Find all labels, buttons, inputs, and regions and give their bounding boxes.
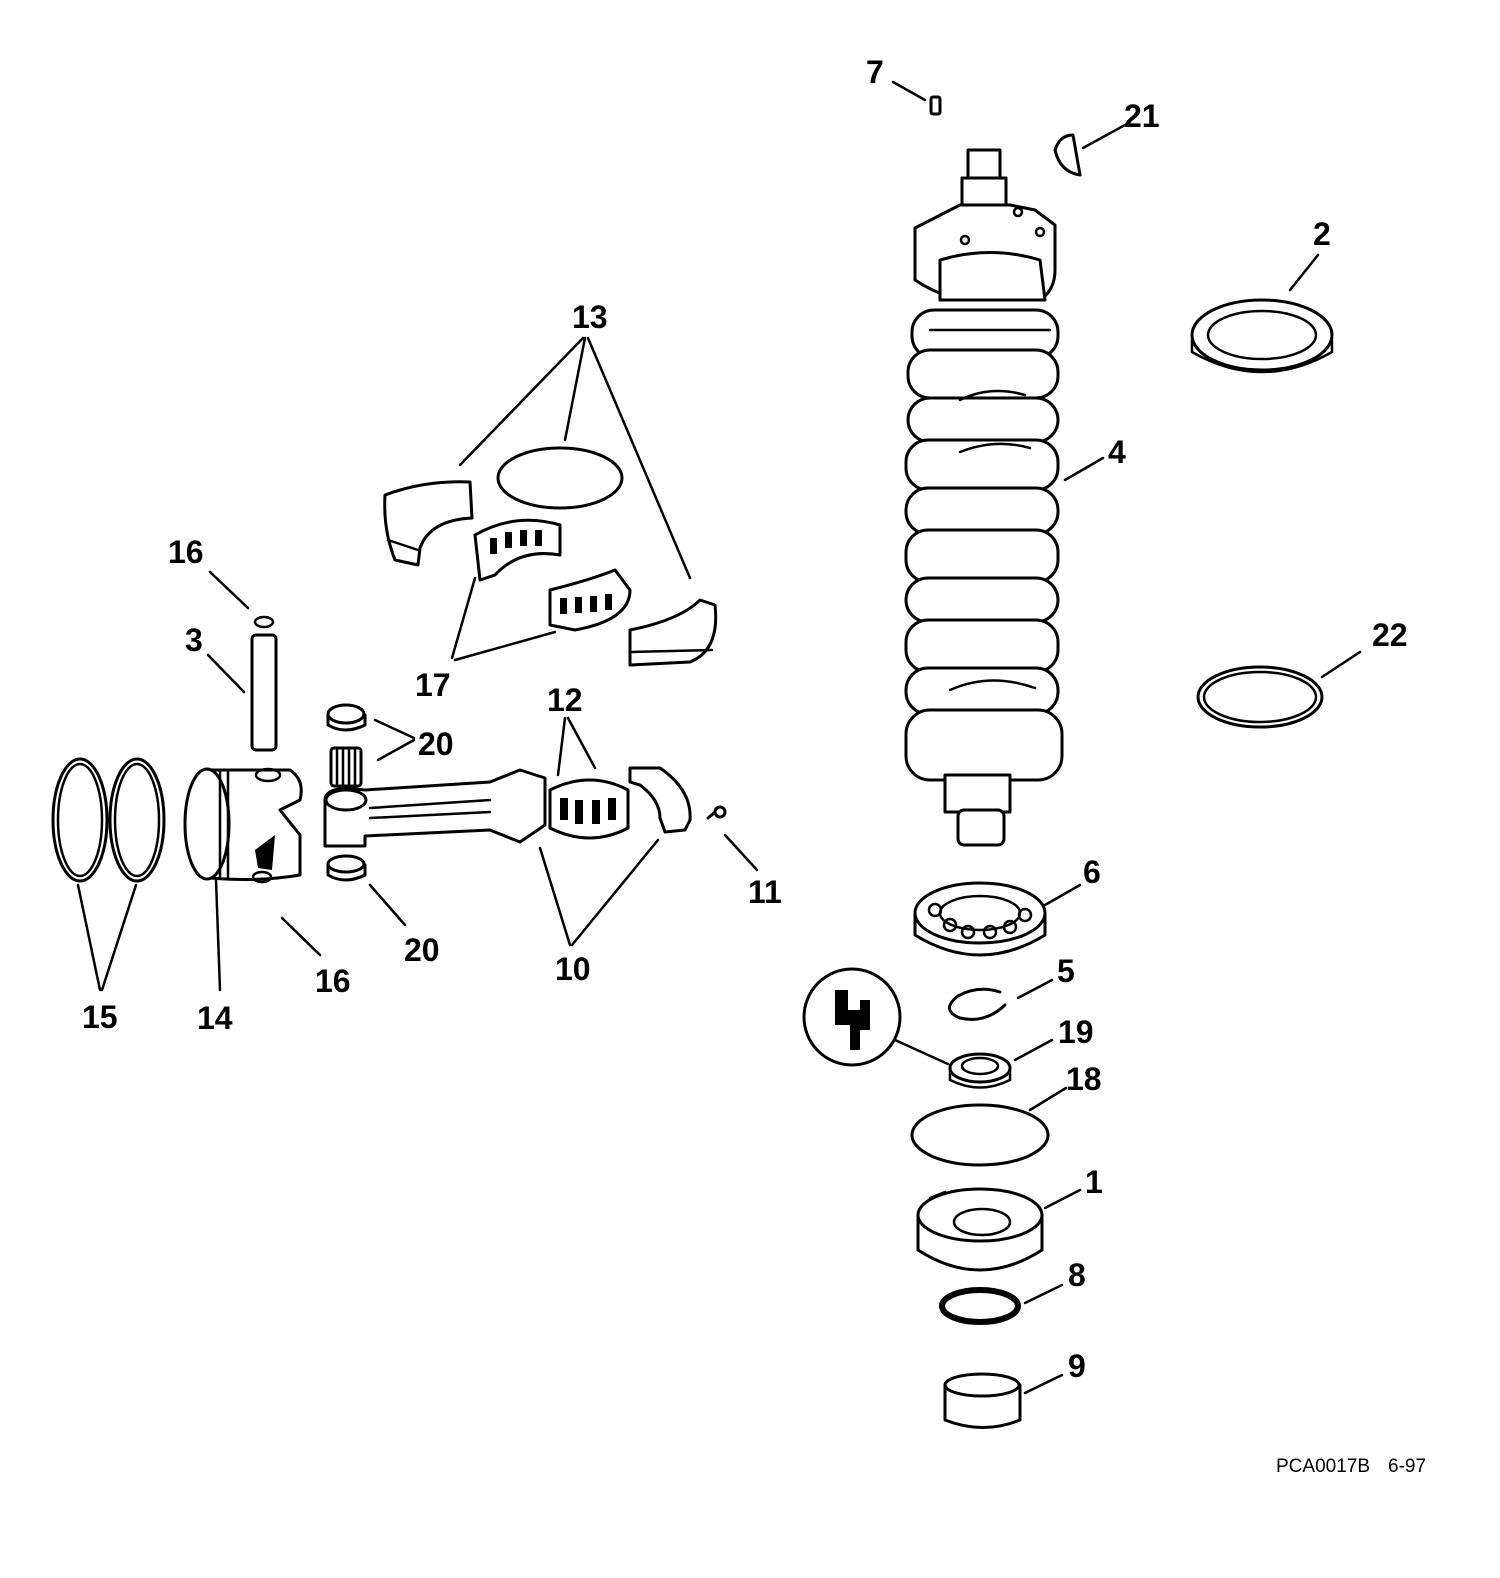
callout-17: 17 xyxy=(415,667,451,703)
callout-2: 2 xyxy=(1313,216,1331,252)
o-ring-22-part xyxy=(1196,665,1324,729)
retaining-ring-13-part xyxy=(496,446,624,510)
seal-19-part xyxy=(948,1052,1012,1089)
callout-21: 21 xyxy=(1124,98,1160,134)
sleeve-part xyxy=(943,1372,1022,1429)
callout-4: 4 xyxy=(1108,434,1126,470)
rod-cap-part xyxy=(628,766,692,834)
callout-9: 9 xyxy=(1068,1348,1086,1384)
callout-8: 8 xyxy=(1068,1257,1086,1293)
callout-12: 12 xyxy=(547,682,583,718)
callout-13: 13 xyxy=(572,299,608,335)
callout-16-top: 16 xyxy=(168,534,204,570)
bearing-cage-upper-part xyxy=(473,518,562,582)
callout-19: 19 xyxy=(1058,1014,1094,1050)
leader-lines xyxy=(76,80,1362,1395)
callout-14: 14 xyxy=(197,1000,233,1036)
connecting-rod-part xyxy=(323,768,547,848)
callout-labels: 7 21 2 4 22 6 5 19 18 1 8 9 13 16 3 17 1… xyxy=(82,54,1408,1384)
ball-bearing-part xyxy=(913,881,1047,957)
o-ring-18-part xyxy=(910,1103,1050,1167)
callout-20-bottom: 20 xyxy=(404,932,440,968)
thrust-washer-top-part xyxy=(326,703,367,732)
bearing-race-right-part xyxy=(628,598,718,667)
callout-5: 5 xyxy=(1057,953,1075,989)
piston-pin-part xyxy=(250,633,278,752)
callout-10: 10 xyxy=(555,951,591,987)
callout-11: 11 xyxy=(748,874,782,910)
upper-seal-part xyxy=(1190,298,1334,374)
lower-bearing-housing-part xyxy=(916,1187,1044,1272)
piston-rings-part xyxy=(51,757,166,883)
callout-6: 6 xyxy=(1083,854,1101,890)
callout-15: 15 xyxy=(82,999,118,1035)
crankshaft-part xyxy=(904,148,1064,847)
pin-clip-top-part xyxy=(253,615,275,629)
pin-needle-bearing-part xyxy=(329,746,363,788)
callout-20-top: 20 xyxy=(418,726,454,762)
drawing-date: 6-97 xyxy=(1388,1456,1426,1477)
piston-part xyxy=(183,767,303,881)
cap-screw-part xyxy=(706,805,727,820)
bearing-race-left-part xyxy=(383,480,474,567)
bearing-cage-lower-part xyxy=(548,568,632,632)
callout-16-bottom: 16 xyxy=(315,963,351,999)
callout-18: 18 xyxy=(1066,1061,1102,1097)
callout-3: 3 xyxy=(185,622,203,658)
pin-clip-bottom-part xyxy=(251,870,273,884)
thrust-washer-bottom-part xyxy=(326,854,367,882)
lower-seal-part xyxy=(939,1287,1021,1325)
callout-1: 1 xyxy=(1085,1164,1103,1200)
callout-22: 22 xyxy=(1372,617,1408,653)
crank-needle-cage-part xyxy=(548,778,630,840)
pin-part xyxy=(929,95,942,116)
callout-7: 7 xyxy=(866,54,884,90)
key-part xyxy=(1053,133,1082,177)
retaining-ring-part xyxy=(948,987,1007,1021)
seal-detail-icon xyxy=(802,967,950,1067)
drawing-code: PCA0017B xyxy=(1276,1456,1370,1477)
